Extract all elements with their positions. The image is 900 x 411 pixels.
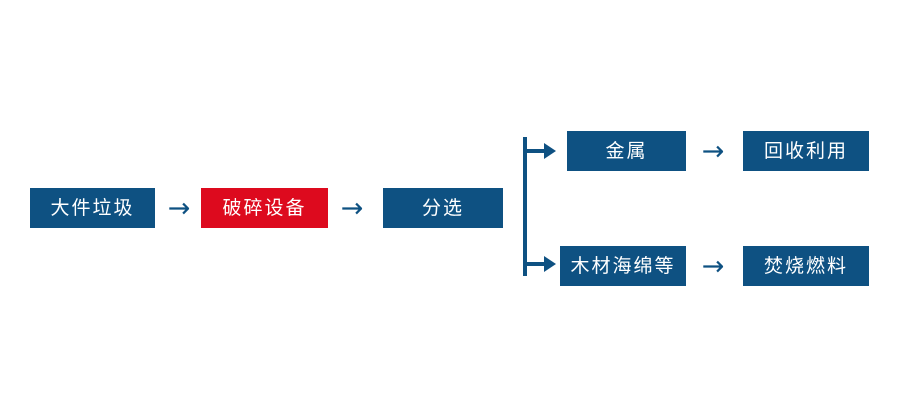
arrow-right-icon-top-out: → (701, 135, 725, 167)
branch-stem-bottom (527, 262, 546, 266)
node-sorting[interactable]: 分选 (383, 188, 503, 228)
node-crushing-equipment[interactable]: 破碎设备 (201, 188, 328, 228)
arrow-right-icon-1: → (167, 192, 191, 224)
node-metal[interactable]: 金属 (567, 131, 686, 171)
arrow-right-icon-2: → (340, 192, 364, 224)
arrow-right-icon-bottom-out: → (701, 250, 725, 282)
branch-stem-top (527, 149, 546, 153)
node-wood-sponge[interactable]: 木材海绵等 (560, 246, 686, 286)
node-incineration-fuel[interactable]: 焚烧燃料 (743, 246, 869, 286)
split-vertical-line (523, 137, 527, 276)
node-recycling-reuse[interactable]: 回收利用 (743, 131, 869, 171)
branch-arrow-head-top-icon (544, 143, 556, 159)
node-bulky-waste[interactable]: 大件垃圾 (30, 188, 155, 228)
branch-arrow-head-bottom-icon (544, 256, 556, 272)
